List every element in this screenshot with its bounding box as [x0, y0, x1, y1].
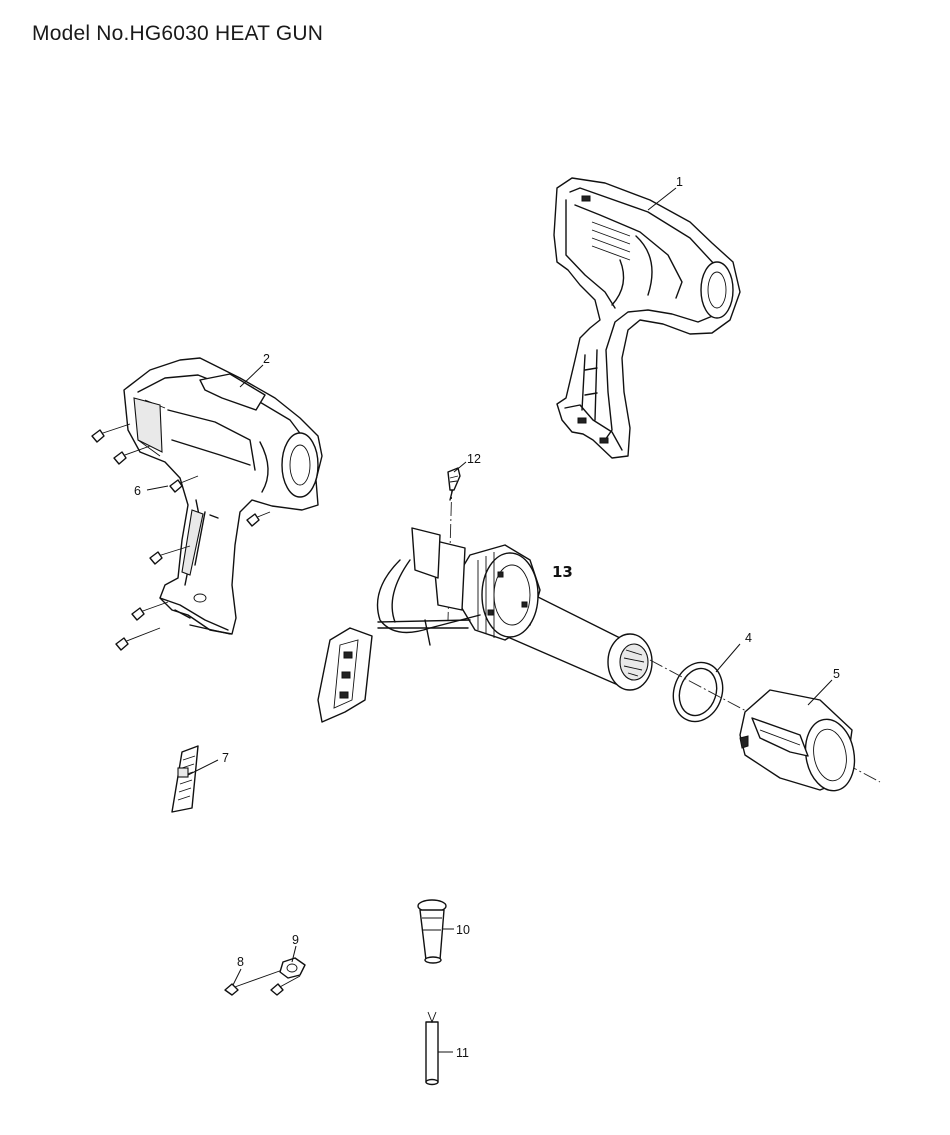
part-2-housing-left [123, 357, 323, 635]
part-12-screw [447, 467, 461, 491]
part-1-housing-right [553, 177, 741, 459]
callout-4: 4 [745, 631, 752, 645]
callout-6: 6 [134, 484, 141, 498]
leader-lines [146, 187, 833, 1053]
part-9-cord-clamp [270, 957, 306, 996]
part-8-screw [224, 967, 289, 996]
part-6-screws [91, 423, 271, 651]
part-5-nozzle [649, 659, 881, 792]
part-10-strain-relief [417, 899, 447, 964]
callout-9: 9 [292, 933, 299, 947]
callout-12: 12 [467, 452, 481, 466]
part-13-heater-assembly [317, 479, 653, 723]
callout-2: 2 [263, 352, 270, 366]
part-11-cord [425, 1011, 439, 1086]
callout-10: 10 [456, 923, 470, 937]
page-title: Model No.HG6030 HEAT GUN [32, 22, 324, 45]
callout-11: 11 [456, 1046, 469, 1060]
callout-1: 1 [676, 175, 683, 189]
callout-5: 5 [833, 667, 840, 681]
part-4-ring [672, 661, 724, 723]
part-7-switch [171, 745, 199, 813]
callout-7: 7 [222, 751, 229, 765]
callout-8: 8 [237, 955, 244, 969]
callout-13: 13 [552, 563, 573, 581]
